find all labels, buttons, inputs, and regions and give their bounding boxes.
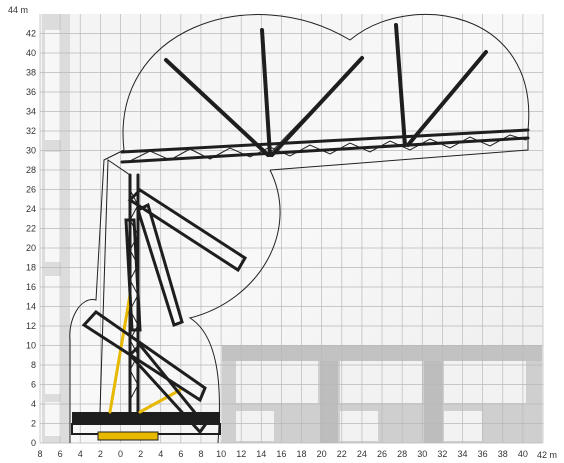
- fly-jib: [270, 56, 364, 157]
- x-tick-label: 18: [297, 449, 307, 459]
- x-tick-label: 32: [437, 449, 447, 459]
- y-tick-label: 24: [26, 204, 36, 214]
- building-pillar: [424, 361, 442, 443]
- x-axis-unit-label: 42 m: [537, 450, 557, 460]
- fly-jib: [394, 23, 407, 147]
- y-tick-label: 12: [26, 321, 36, 331]
- x-tick-label: 30: [417, 449, 427, 459]
- x-tick-label: 16: [276, 449, 286, 459]
- x-tick-label: 28: [397, 449, 407, 459]
- x-tick-label: 38: [498, 449, 508, 459]
- y-tick-label: 32: [26, 126, 36, 136]
- hydraulic-ram: [138, 388, 182, 414]
- x-tick-label: 6: [178, 449, 183, 459]
- jib-folded-low: [81, 310, 207, 403]
- x-tick-label: 2: [138, 449, 143, 459]
- x-tick-label: 12: [236, 449, 246, 459]
- building-window: [444, 411, 482, 441]
- y-tick-label: 22: [26, 224, 36, 234]
- jib-steep: [136, 202, 184, 327]
- building-window: [444, 361, 526, 403]
- y-tick-label: 28: [26, 165, 36, 175]
- x-tick-label: 36: [478, 449, 488, 459]
- x-tick-label: 0: [118, 449, 123, 459]
- building-window: [236, 411, 274, 441]
- y-tick-label: 40: [26, 48, 36, 58]
- tower-window: [45, 276, 61, 394]
- x-tick-label: 8: [198, 449, 203, 459]
- crane-cable: [99, 159, 131, 413]
- tower-window: [45, 152, 61, 262]
- working-range-envelope: [69, 14, 530, 444]
- y-tick-label: 36: [26, 87, 36, 97]
- x-tick-label: 20: [317, 449, 327, 459]
- x-tick-label: 4: [78, 449, 83, 459]
- fly-jib: [406, 50, 488, 147]
- x-tick-label: 22: [337, 449, 347, 459]
- crane-base-accent: [97, 431, 159, 441]
- x-tick-label: 40: [518, 449, 528, 459]
- x-tick-label: 14: [256, 449, 266, 459]
- y-tick-label: 30: [26, 146, 36, 156]
- y-tick-label: 14: [26, 302, 36, 312]
- x-tick-label: 6: [58, 449, 63, 459]
- building-pillar: [320, 361, 338, 443]
- y-tick-label: 0: [31, 438, 36, 448]
- x-tick-label: 10: [216, 449, 226, 459]
- y-tick-label: 38: [26, 68, 36, 78]
- building-window: [340, 411, 378, 441]
- fly-jib: [260, 28, 272, 157]
- y-tick-label: 26: [26, 185, 36, 195]
- y-tick-label: 20: [26, 243, 36, 253]
- y-tick-label: 2: [31, 419, 36, 429]
- building-window: [236, 361, 318, 403]
- tower-window: [45, 30, 61, 140]
- x-tick-label: 4: [158, 449, 163, 459]
- hydraulic-ram: [108, 293, 132, 414]
- range-boundary-left: [69, 149, 125, 443]
- building-window: [340, 361, 422, 403]
- y-tick-label: 4: [31, 399, 36, 409]
- jib-mid: [127, 188, 248, 273]
- y-tick-label: 8: [31, 360, 36, 370]
- x-tick-label: 8: [37, 449, 42, 459]
- axes: 44 m 42 m 024681012141618202224262830323…: [8, 5, 557, 460]
- crane-drawing: [71, 23, 530, 441]
- jib-horizontal-lattice: [129, 134, 527, 162]
- jib-vertical: [124, 218, 142, 332]
- tower-window: [45, 402, 61, 436]
- x-tick-label: 24: [357, 449, 367, 459]
- y-tick-label: 16: [26, 282, 36, 292]
- y-tick-label: 42: [26, 29, 36, 39]
- y-tick-label: 10: [26, 341, 36, 351]
- range-arc-upper: [122, 14, 530, 151]
- y-tick-label: 18: [26, 263, 36, 273]
- x-tick-label: 34: [458, 449, 468, 459]
- y-tick-label: 6: [31, 380, 36, 390]
- y-tick-label: 34: [26, 107, 36, 117]
- range-arc-inner: [188, 169, 281, 444]
- x-tick-label: 2: [98, 449, 103, 459]
- crane-cable: [165, 57, 363, 156]
- jib-folded-low-2: [127, 342, 207, 435]
- y-axis-unit-label: 44 m: [8, 5, 28, 15]
- x-tick-label: 26: [377, 449, 387, 459]
